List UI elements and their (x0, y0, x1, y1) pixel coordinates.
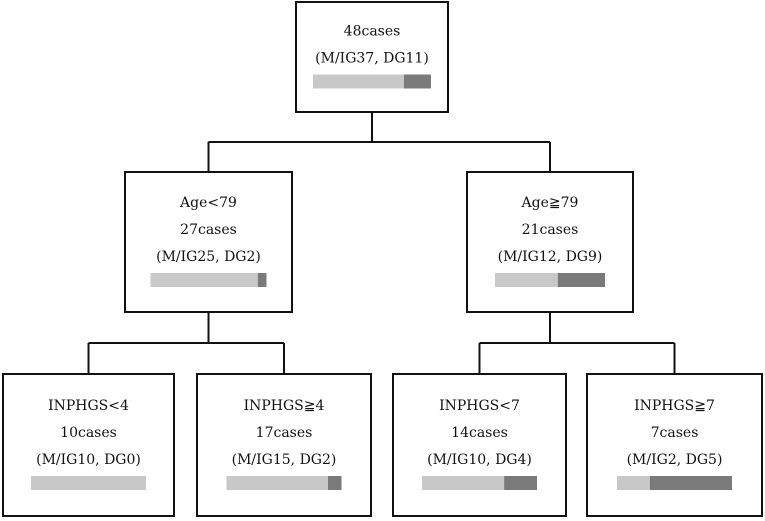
node-label-line-2: 10cases (60, 425, 117, 441)
bar-dg-segment (327, 476, 342, 490)
bar-dg-segment (557, 273, 605, 287)
node-box (392, 373, 567, 517)
edges (87, 112, 676, 374)
node-label-line-3: (M/IG2, DG5) (627, 452, 723, 468)
node-label-line-3: (M/IG25, DG2) (156, 249, 261, 265)
node-label-line-3: (M/IG12, DG9) (498, 249, 603, 265)
bar-mi-segment (226, 476, 328, 490)
bar-dg-segment (504, 476, 537, 490)
node-label-line-2: (M/IG37, DG11) (315, 51, 429, 67)
node-box (124, 171, 293, 313)
node-label-line-3: (M/IG10, DG0) (36, 452, 141, 468)
node-label-line-2: 27cases (180, 222, 237, 238)
node-label-line-1: 48cases (344, 24, 401, 40)
node-box (466, 171, 634, 313)
node-box (295, 1, 449, 113)
node-label-line-2: 21cases (522, 222, 579, 238)
node-root: 48cases (M/IG37, DG11) (295, 1, 449, 113)
node-label-line-1: INPHGS≧4 (244, 398, 325, 414)
node-label-line-1: Age<79 (179, 195, 237, 211)
node-label-line-1: INPHGS<7 (439, 398, 520, 414)
node-inphgs-lt-7: INPHGS<7 14cases (M/IG10, DG4) (392, 373, 567, 517)
bar-dg-segment (403, 74, 431, 89)
node-label-line-2: 17cases (256, 425, 313, 441)
node-label-line-3: (M/IG15, DG2) (232, 452, 337, 468)
node-inphgs-ge-4: INPHGS≧4 17cases (M/IG15, DG2) (196, 373, 372, 517)
node-age-lt-79: Age<79 27cases (M/IG25, DG2) (124, 171, 293, 313)
node-box (586, 373, 763, 517)
bar-mi-segment (313, 74, 404, 89)
bar-dg-segment (649, 476, 732, 490)
bar-dg-segment (257, 273, 267, 287)
bar-mi-segment (150, 273, 258, 287)
node-label-line-3: (M/IG10, DG4) (427, 452, 532, 468)
bar-mi-segment (617, 476, 650, 490)
node-label-line-2: 7cases (651, 425, 699, 441)
node-age-ge-79: Age≧79 21cases (M/IG12, DG9) (466, 171, 634, 313)
node-label-line-1: INPHGS≧7 (634, 398, 715, 414)
node-label-line-1: Age≧79 (521, 195, 579, 211)
bar-mi-segment (495, 273, 558, 287)
bar-mi-segment (31, 476, 146, 490)
node-inphgs-lt-4: INPHGS<4 10cases (M/IG10, DG0) (2, 373, 175, 517)
bar-mi-segment (422, 476, 505, 490)
node-inphgs-ge-7: INPHGS≧7 7cases (M/IG2, DG5) (586, 373, 763, 517)
node-box (196, 373, 372, 517)
node-label-line-2: 14cases (451, 425, 508, 441)
node-box (2, 373, 175, 517)
node-label-line-1: INPHGS<4 (48, 398, 129, 414)
